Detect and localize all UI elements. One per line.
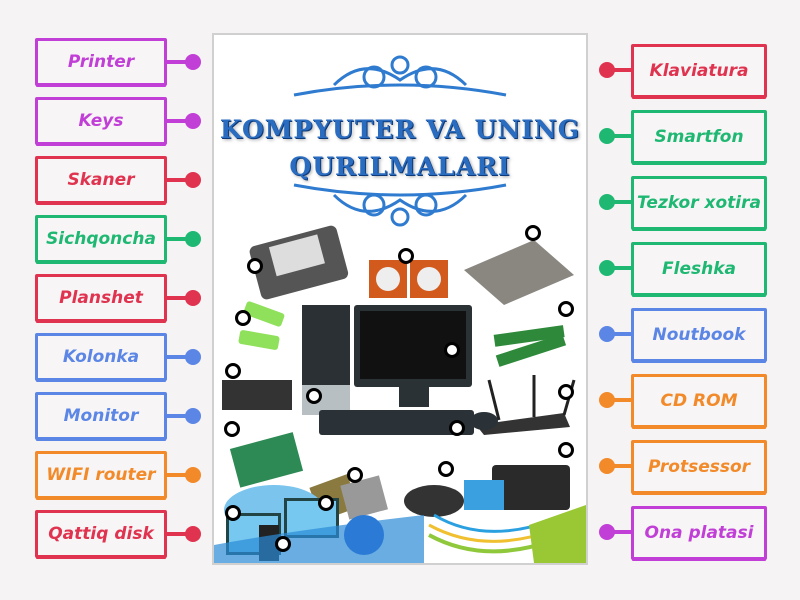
label-noutbook[interactable]: Noutbook xyxy=(631,308,767,362)
hotspot-ram[interactable] xyxy=(558,301,574,317)
hotspot-router[interactable] xyxy=(558,384,574,400)
connector-line xyxy=(610,68,632,72)
hotspot-flash-drive[interactable] xyxy=(235,310,251,326)
connector-line xyxy=(167,237,189,241)
connector-dot-handle[interactable] xyxy=(599,194,615,210)
label-text: Kolonka xyxy=(62,347,140,367)
connector-dot-handle[interactable] xyxy=(185,408,201,424)
label-kolonka[interactable]: Kolonka xyxy=(35,333,167,381)
label-cd-rom[interactable]: CD ROM xyxy=(631,374,767,428)
title-line-1: KOMPYUTER VA UNING xyxy=(219,115,581,144)
connector-line xyxy=(610,134,632,138)
label-text: Protsessor xyxy=(647,457,751,477)
label-text: Skaner xyxy=(67,170,135,190)
connector-line xyxy=(167,473,189,477)
hotspot-tablet[interactable] xyxy=(225,505,241,521)
label-text: Tezkor xotira xyxy=(637,193,761,213)
connector-dot-handle[interactable] xyxy=(599,128,615,144)
label-text: Printer xyxy=(67,52,135,72)
hotspot-monitor[interactable] xyxy=(444,342,460,358)
connector-line xyxy=(167,414,189,418)
label-klaviatura[interactable]: Klaviatura xyxy=(631,44,767,98)
ornament-top-icon xyxy=(214,55,586,563)
connector-line xyxy=(167,119,189,123)
hotspot-cd-rom[interactable] xyxy=(225,363,241,379)
label-text: Klaviatura xyxy=(649,61,749,81)
hotspot-printer[interactable] xyxy=(558,442,574,458)
label-sichqoncha[interactable]: Sichqoncha xyxy=(35,215,167,263)
connector-line xyxy=(167,178,189,182)
connector-line xyxy=(167,60,189,64)
hotspot-system-unit[interactable] xyxy=(306,388,322,404)
connector-line xyxy=(167,532,189,536)
label-monitor[interactable]: Monitor xyxy=(35,392,167,440)
label-fleshka[interactable]: Fleshka xyxy=(631,242,767,296)
label-text: Keys xyxy=(78,111,124,131)
label-text: Monitor xyxy=(63,406,139,426)
label-text: Fleshka xyxy=(662,259,736,279)
connector-line xyxy=(610,332,632,336)
connector-dot-handle[interactable] xyxy=(185,467,201,483)
connector-dot-handle[interactable] xyxy=(185,349,201,365)
connector-line xyxy=(610,530,632,534)
hotspot-processor[interactable] xyxy=(347,467,363,483)
hotspot-scanner[interactable] xyxy=(525,225,541,241)
connector-dot-handle[interactable] xyxy=(185,290,201,306)
label-planshet[interactable]: Planshet xyxy=(35,274,167,322)
hotspot-laptop[interactable] xyxy=(318,495,334,511)
connector-line xyxy=(167,355,189,359)
title-line-2: QURILMALARI xyxy=(289,152,511,181)
label-ona-platasi[interactable]: Ona platasi xyxy=(631,506,767,560)
label-protsessor[interactable]: Protsessor xyxy=(631,440,767,494)
connector-line xyxy=(610,266,632,270)
hotspot-hard-disk[interactable] xyxy=(247,258,263,274)
label-smartfon[interactable]: Smartfon xyxy=(631,110,767,164)
label-text: Smartfon xyxy=(654,127,744,147)
label-text: CD ROM xyxy=(660,391,738,411)
label-text: Planshet xyxy=(59,288,143,308)
connector-dot-handle[interactable] xyxy=(185,231,201,247)
connector-dot-handle[interactable] xyxy=(185,526,201,542)
label-keys[interactable]: Keys xyxy=(35,97,167,145)
connector-dot-handle[interactable] xyxy=(599,392,615,408)
connector-line xyxy=(610,200,632,204)
hotspot-speakers[interactable] xyxy=(398,248,414,264)
diagram-image: KOMPYUTER VA UNING QURILMALARI xyxy=(212,33,588,565)
connector-dot-handle[interactable] xyxy=(185,172,201,188)
label-text: Noutbook xyxy=(652,325,746,345)
connector-line xyxy=(610,398,632,402)
label-text: Sichqoncha xyxy=(46,229,156,249)
label-wifi-router[interactable]: WIFI router xyxy=(35,451,167,499)
label-text: Ona platasi xyxy=(644,523,754,543)
connector-dot-handle[interactable] xyxy=(185,54,201,70)
connector-dot-handle[interactable] xyxy=(185,113,201,129)
hotspot-motherboard[interactable] xyxy=(224,421,240,437)
label-printer[interactable]: Printer xyxy=(35,38,167,86)
connector-dot-handle[interactable] xyxy=(599,260,615,276)
label-text: Qattiq disk xyxy=(48,524,154,544)
connector-line xyxy=(167,296,189,300)
label-skaner[interactable]: Skaner xyxy=(35,156,167,204)
connector-dot-handle[interactable] xyxy=(599,458,615,474)
connector-dot-handle[interactable] xyxy=(599,62,615,78)
hotspot-mouse[interactable] xyxy=(438,461,454,477)
label-text: WIFI router xyxy=(46,465,156,485)
hotspot-keyboard[interactable] xyxy=(449,420,465,436)
connector-dot-handle[interactable] xyxy=(599,524,615,540)
label-tezkor-xotira[interactable]: Tezkor xotira xyxy=(631,176,767,230)
label-qattiq-disk[interactable]: Qattiq disk xyxy=(35,510,167,558)
hotspot-smartphone[interactable] xyxy=(275,536,291,552)
connector-dot-handle[interactable] xyxy=(599,326,615,342)
connector-line xyxy=(610,464,632,468)
